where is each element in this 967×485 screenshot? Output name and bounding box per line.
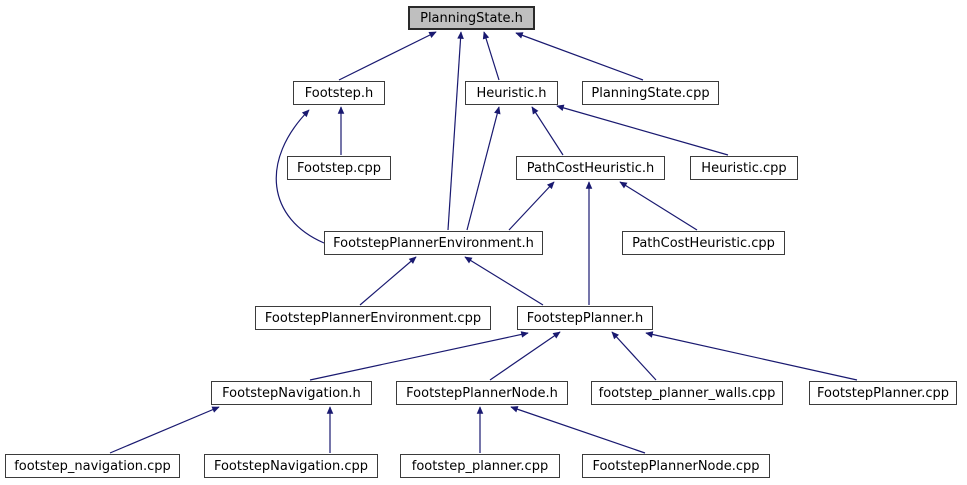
edge-footstepplannernode-h-to-footstepplanner-h <box>489 331 561 381</box>
graph-node-footstepplannerenvironment-cpp[interactable]: FootstepPlannerEnvironment.cpp <box>255 306 491 330</box>
graph-node-label: PlanningState.h <box>420 10 523 26</box>
graph-node-footstepplanner-h[interactable]: FootstepPlanner.h <box>517 306 653 330</box>
edge-heuristic-cpp-to-heuristic-h <box>556 104 729 156</box>
edge-footstep-navigation-cpp-to-footstepnavigation-h <box>109 406 220 454</box>
graph-node-label: FootstepPlannerNode.h <box>406 385 558 401</box>
graph-node-label: Footstep.h <box>304 85 374 101</box>
edge-footstep-h-to-planningstate-h <box>338 31 437 81</box>
graph-node-label: PlanningState.cpp <box>591 85 710 101</box>
edge-footstepplannerenvironment-h-to-footstep-h <box>275 109 325 244</box>
graph-node-footstepplannernode-h[interactable]: FootstepPlannerNode.h <box>396 381 568 405</box>
edge-pathcostheuristic-cpp-to-pathcostheuristic-h <box>619 181 698 231</box>
graph-node-footstep-cpp[interactable]: Footstep.cpp <box>287 156 391 180</box>
graph-node-label: FootstepNavigation.cpp <box>213 458 369 474</box>
graph-node-footstep-planner-walls-cpp[interactable]: footstep_planner_walls.cpp <box>591 381 783 405</box>
edge-footstepplannerenvironment-h-to-planningstate-h <box>447 31 464 231</box>
graph-node-label: FootstepPlanner.cpp <box>817 385 949 401</box>
edge-pathcostheuristic-h-to-heuristic-h <box>531 106 564 156</box>
graph-node-label: FootstepPlannerNode.cpp <box>592 458 760 474</box>
edge-footstep-planner-walls-cpp-to-footstepplanner-h <box>611 331 657 381</box>
edge-footstepplannerenvironment-cpp-to-footstepplannerenvironment-h <box>359 256 417 306</box>
graph-node-label: footstep_navigation.cpp <box>14 458 171 474</box>
graph-node-planningstate-h[interactable]: PlanningState.h <box>408 6 535 30</box>
graph-node-heuristic-h[interactable]: Heuristic.h <box>465 81 558 105</box>
graph-node-label: Heuristic.h <box>476 85 547 101</box>
graph-node-footstep-h[interactable]: Footstep.h <box>293 81 385 105</box>
edge-footstepplannerenvironment-h-to-heuristic-h <box>466 106 501 231</box>
graph-node-footstep-navigation-cpp[interactable]: footstep_navigation.cpp <box>5 454 180 478</box>
edge-footstepnavigation-h-to-footstepplanner-h <box>309 331 529 381</box>
graph-node-label: footstep_planner_walls.cpp <box>598 385 776 401</box>
graph-node-planningstate-cpp[interactable]: PlanningState.cpp <box>582 81 719 105</box>
graph-node-footstepplannerenvironment-h[interactable]: FootstepPlannerEnvironment.h <box>324 231 543 255</box>
graph-node-label: FootstepPlannerEnvironment.cpp <box>264 310 482 326</box>
edge-planningstate-cpp-to-planningstate-h <box>515 32 644 81</box>
graph-node-label: Heuristic.cpp <box>701 160 787 176</box>
graph-node-label: PathCostHeuristic.h <box>526 160 655 176</box>
graph-node-label: FootstepPlanner.h <box>526 310 644 326</box>
graph-node-footstep-planner-cpp[interactable]: footstep_planner.cpp <box>400 454 560 478</box>
graph-node-label: Footstep.cpp <box>297 160 381 176</box>
graph-node-label: PathCostHeuristic.cpp <box>632 235 775 251</box>
graph-node-label: FootstepNavigation.h <box>222 385 361 401</box>
graph-node-footstepnavigation-cpp[interactable]: FootstepNavigation.cpp <box>204 454 378 478</box>
graph-node-pathcostheuristic-cpp[interactable]: PathCostHeuristic.cpp <box>622 231 785 255</box>
graph-node-footstepnavigation-h[interactable]: FootstepNavigation.h <box>211 381 372 405</box>
graph-node-footstepplanner-cpp[interactable]: FootstepPlanner.cpp <box>809 381 957 405</box>
edge-heuristic-h-to-planningstate-h <box>482 31 500 81</box>
graph-node-heuristic-cpp[interactable]: Heuristic.cpp <box>690 156 798 180</box>
graph-node-label: FootstepPlannerEnvironment.h <box>333 235 534 251</box>
graph-node-footstepplannernode-cpp[interactable]: FootstepPlannerNode.cpp <box>582 454 770 478</box>
graph-node-label: footstep_planner.cpp <box>411 458 549 474</box>
edge-footstepplannerenvironment-h-to-pathcostheuristic-h <box>508 181 555 231</box>
edge-footstepplannernode-cpp-to-footstepplannernode-h <box>510 406 646 454</box>
edge-footstepplanner-cpp-to-footstepplanner-h <box>645 331 858 381</box>
graph-node-pathcostheuristic-h[interactable]: PathCostHeuristic.h <box>516 156 665 180</box>
edge-group <box>109 31 858 454</box>
edge-footstepplanner-h-to-footstepplannerenvironment-h <box>464 256 544 306</box>
